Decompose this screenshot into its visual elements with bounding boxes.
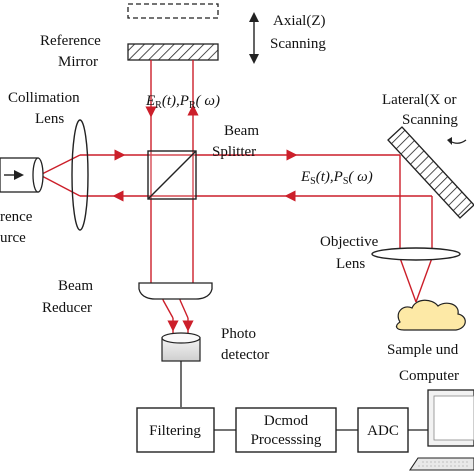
beam-reducer-label: Beam (58, 278, 93, 294)
collimation-lens (71, 119, 89, 231)
lateral-scanning-label-2: Scanning (402, 112, 458, 128)
sample-signal-label: ES(t),PS( ω) (300, 169, 373, 187)
reference-arm-beams (145, 60, 199, 283)
double-vertical-arrow-icon (249, 12, 259, 64)
light-source (0, 157, 44, 193)
curved-arrow-icon (447, 137, 467, 145)
axial-scanning-label-2: Scanning (270, 36, 326, 52)
detector-beams (162, 296, 194, 333)
beam-reducer (138, 282, 213, 300)
objective-lens (371, 247, 461, 261)
sample (395, 299, 466, 331)
filtering-label: Filtering (149, 423, 201, 439)
reference-mirror-label: Reference (40, 33, 101, 49)
beam-splitter (147, 150, 197, 200)
objective-lens-label-2: Lens (336, 256, 365, 272)
beam-reducer-label-2: Reducer (42, 300, 92, 316)
sample-arm-beams (39, 149, 433, 303)
adc-block: ADC (357, 407, 409, 453)
computer-icon (408, 389, 474, 471)
mirror-ghost-position (127, 3, 219, 19)
photo-detector (161, 332, 201, 362)
axial-scanning-label: Axial(Z) (273, 13, 325, 29)
lateral-scanning-label: Lateral(X or (382, 92, 457, 108)
demod-processing-block: Dcmod Processsing (235, 407, 337, 453)
beam-splitter-label: Beam (224, 123, 259, 139)
reference-mirror (127, 43, 219, 61)
collimation-lens-label-2: Lens (35, 111, 64, 127)
scanning-mirror (387, 126, 474, 219)
reference-mirror-label-2: Mirror (58, 54, 98, 70)
light-source-label: rence (0, 209, 33, 225)
demod-label: Dcmod (264, 413, 309, 429)
photo-detector-label-2: detector (221, 347, 269, 363)
processing-label: Processsing (251, 432, 322, 448)
signal-chain-wires (180, 361, 428, 431)
beam-splitter-label-2: Splitter (212, 144, 256, 160)
computer-label: Computer (399, 368, 459, 384)
collimation-lens-label: Collimation (8, 90, 80, 106)
reference-signal-label: ER(t),PR( ω) (145, 93, 220, 111)
adc-label: ADC (367, 423, 399, 439)
photo-detector-label: Photo (221, 326, 256, 342)
sample-label: Sample und (387, 342, 459, 358)
filtering-block: Filtering (136, 407, 215, 453)
objective-lens-label: Objective (320, 234, 379, 250)
light-source-label-2: urce (0, 230, 26, 246)
